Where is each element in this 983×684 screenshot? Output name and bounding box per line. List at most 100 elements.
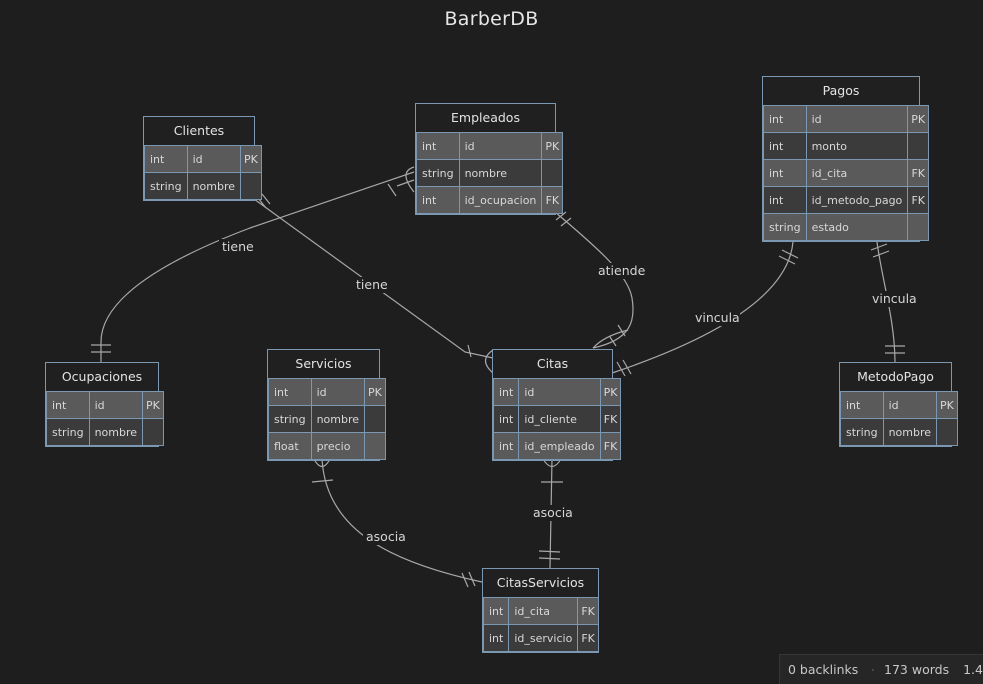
entity-empleados[interactable]: Empleados int id PK string nombre int id… — [415, 103, 564, 215]
attribute-key — [364, 405, 386, 433]
attribute-key — [907, 132, 930, 160]
relationship-line-servicios-citasservicios — [321, 458, 483, 583]
marker-ocupaciones-one — [91, 344, 111, 353]
attribute-table: int id PK string nombre — [144, 145, 262, 200]
marker-empleados-one — [555, 211, 572, 227]
entity-pagos[interactable]: Pagos int id PK int monto int id_cita FK… — [762, 76, 930, 242]
attribute-key: FK — [907, 159, 930, 187]
entity-servicios[interactable]: Servicios int id PK string nombre float … — [267, 349, 386, 461]
character-count: 1.4 — [963, 662, 983, 677]
attribute-row: float precio — [268, 432, 386, 460]
marker-citas-one-pagos — [616, 359, 632, 377]
status-bar: 0 backlinks 173 words 1.4 — [779, 654, 983, 684]
attribute-name: id — [88, 391, 144, 419]
relationship-label-pagos-citas: vincula — [695, 310, 740, 325]
attribute-type: int — [46, 391, 90, 419]
attribute-name: id — [882, 391, 938, 419]
attribute-name: id_empleado — [518, 432, 601, 460]
attribute-name: id — [805, 105, 909, 133]
attribute-row: string nombre — [144, 172, 262, 200]
attribute-name: precio — [310, 432, 366, 460]
crowfoot-markers — [91, 166, 905, 588]
backlinks-count[interactable]: 0 backlinks — [788, 662, 859, 677]
relationship-label-clientes-citas: tiene — [356, 277, 388, 292]
attribute-table: int id PK string nombre — [46, 391, 164, 446]
attribute-type: string — [46, 418, 90, 446]
diagram-title: BarberDB — [444, 8, 539, 30]
attribute-key: FK — [577, 597, 599, 625]
attribute-key: PK — [142, 391, 164, 419]
marker-citasservicios-one-citas — [538, 550, 561, 560]
attribute-row: string nombre — [416, 159, 564, 187]
attribute-key: FK — [907, 186, 930, 214]
attribute-name: id_cita — [508, 597, 579, 625]
attribute-type: string — [763, 213, 807, 241]
attribute-key: PK — [364, 378, 386, 406]
attribute-type: int — [763, 132, 807, 160]
attribute-type: int — [482, 597, 510, 625]
attribute-type: int — [840, 391, 884, 419]
attribute-name: estado — [805, 213, 909, 241]
book-icon[interactable] — [872, 663, 875, 677]
relationship-line-clientes-citas — [253, 198, 494, 359]
relationship-label-ocupaciones-empleados: tiene — [222, 239, 254, 254]
attribute-name: nombre — [88, 418, 144, 446]
attribute-key — [907, 213, 930, 241]
marker-pagos-one-citas — [778, 249, 799, 265]
attribute-name: id — [186, 145, 242, 173]
attribute-name: id — [458, 132, 543, 160]
relationship-line-empleados-citas — [554, 211, 634, 349]
entity-title: Ocupaciones — [46, 363, 158, 391]
attribute-key — [364, 432, 386, 460]
attribute-name: id_servicio — [508, 624, 579, 652]
attribute-type: string — [416, 159, 460, 187]
attribute-row: int id_ocupacion FK — [416, 186, 564, 214]
attribute-row: int monto — [763, 132, 930, 160]
marker-pagos-one-metodo — [870, 243, 890, 258]
attribute-row: int id_empleado FK — [492, 432, 622, 460]
attribute-type: string — [144, 172, 188, 200]
relationship-label-servicios-citasservicios: asocia — [366, 529, 406, 544]
attribute-key — [936, 418, 958, 446]
entity-metodopago[interactable]: MetodoPago int id PK string nombre — [839, 362, 958, 447]
attribute-row: int id PK — [144, 145, 262, 173]
attribute-row: string nombre — [46, 418, 164, 446]
marker-citas-many-clientes — [467, 344, 494, 374]
entity-title: CitasServicios — [483, 569, 598, 597]
marker-citas-many-empleados — [592, 324, 629, 349]
attribute-name: id_metodo_pago — [805, 186, 909, 214]
attribute-name: nombre — [458, 159, 543, 187]
attribute-table: int id PK string nombre int id_ocupacion… — [416, 132, 564, 214]
entity-title: Servicios — [268, 350, 379, 378]
attribute-row: int id_metodo_pago FK — [763, 186, 930, 214]
attribute-type: int — [416, 132, 460, 160]
attribute-row: int id PK — [840, 391, 958, 419]
relationship-label-pagos-metodopago: vincula — [872, 291, 917, 306]
entity-citas[interactable]: Citas int id PK int id_cliente FK int id… — [492, 349, 622, 461]
marker-servicios-many — [311, 458, 334, 483]
attribute-row: int id_servicio FK — [482, 624, 599, 652]
entity-title: Empleados — [416, 104, 555, 132]
attribute-table: int id PK string nombre float precio — [268, 378, 386, 460]
entity-ocupaciones[interactable]: Ocupaciones int id PK string nombre — [45, 362, 164, 447]
attribute-type: float — [268, 432, 312, 460]
attribute-key: PK — [907, 105, 930, 133]
attribute-row: int id PK — [268, 378, 386, 406]
entity-citasservicios[interactable]: CitasServicios int id_cita FK int id_ser… — [482, 568, 599, 653]
attribute-row: string nombre — [268, 405, 386, 433]
attribute-type: int — [763, 186, 807, 214]
attribute-type: int — [482, 624, 510, 652]
marker-metodopago-one — [885, 345, 905, 354]
attribute-key: PK — [599, 378, 622, 406]
attribute-name: nombre — [882, 418, 938, 446]
attribute-row: int id PK — [763, 105, 930, 133]
entity-clientes[interactable]: Clientes int id PK string nombre — [143, 116, 262, 201]
relationship-label-citas-citasservicios: asocia — [533, 505, 573, 520]
attribute-type: int — [492, 405, 520, 433]
entity-title: Citas — [493, 350, 612, 378]
relationship-line-ocupaciones-empleados — [100, 171, 415, 363]
attribute-key: FK — [599, 432, 622, 460]
attribute-row: int id PK — [492, 378, 622, 406]
attribute-table: int id_cita FK int id_servicio FK — [482, 597, 599, 652]
